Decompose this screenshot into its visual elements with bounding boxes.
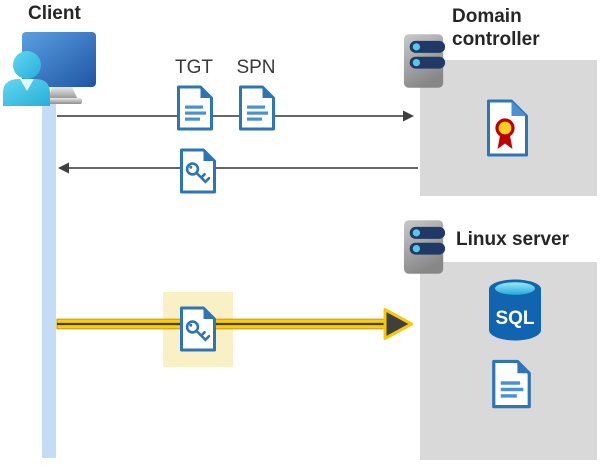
domain-controller-title: Domain controller: [452, 6, 540, 50]
keytab-key-document-icon: [178, 306, 218, 352]
person-icon: [3, 51, 50, 106]
keytab-file-document-icon: [490, 359, 533, 409]
sql-database-icon: SQL: [489, 279, 541, 341]
tgt-document-icon: [175, 85, 215, 131]
certificate-icon: [485, 99, 530, 157]
client-workstation-icon: [3, 32, 96, 106]
linux-server-title: Linux server: [456, 229, 569, 250]
client-timeline-bar: [42, 93, 56, 458]
client-title: Client: [28, 3, 81, 24]
tgt-label: TGT: [175, 57, 213, 78]
monitor-icon: [22, 32, 96, 87]
arrow-dc-to-client: [58, 162, 418, 174]
arrow-client-to-dc: [57, 110, 414, 122]
linux-server-icon: [403, 218, 447, 276]
arrow-client-to-linux-yellow: [56, 308, 413, 340]
sql-label: SQL: [495, 308, 534, 329]
service-ticket-key-document-icon: [178, 148, 218, 194]
spn-document-icon: [237, 85, 277, 131]
domain-controller-server-icon: [403, 32, 447, 90]
spn-label: SPN: [236, 57, 276, 78]
